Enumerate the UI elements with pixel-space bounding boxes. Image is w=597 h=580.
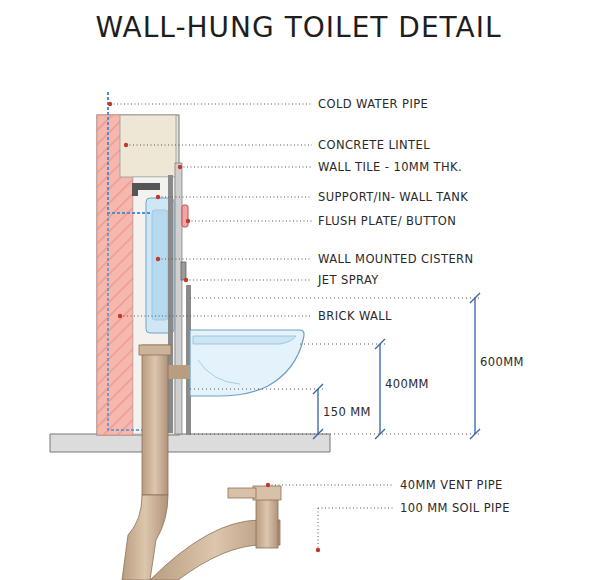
part-label: SUPPORT/IN- WALL TANK (318, 189, 468, 205)
dimension-label: 400MM (385, 376, 429, 392)
part-label: BRICK WALL (318, 308, 392, 324)
dimension-label: 600MM (480, 354, 524, 370)
part-label: JET SPRAY (318, 272, 379, 288)
part-label: 100 MM SOIL PIPE (400, 500, 510, 516)
part-label: WALL MOUNTED CISTERN (318, 251, 473, 267)
part-label: COLD WATER PIPE (318, 96, 428, 112)
diagram-title: WALL-HUNG TOILET DETAIL (95, 10, 501, 46)
part-label: WALL TILE - 10MM THK. (318, 159, 462, 175)
part-label: FLUSH PLATE/ BUTTON (318, 213, 456, 229)
dimension-label: 150 MM (323, 404, 371, 420)
part-label: 40MM VENT PIPE (400, 477, 503, 493)
part-label: CONCRETE LINTEL (318, 137, 430, 153)
